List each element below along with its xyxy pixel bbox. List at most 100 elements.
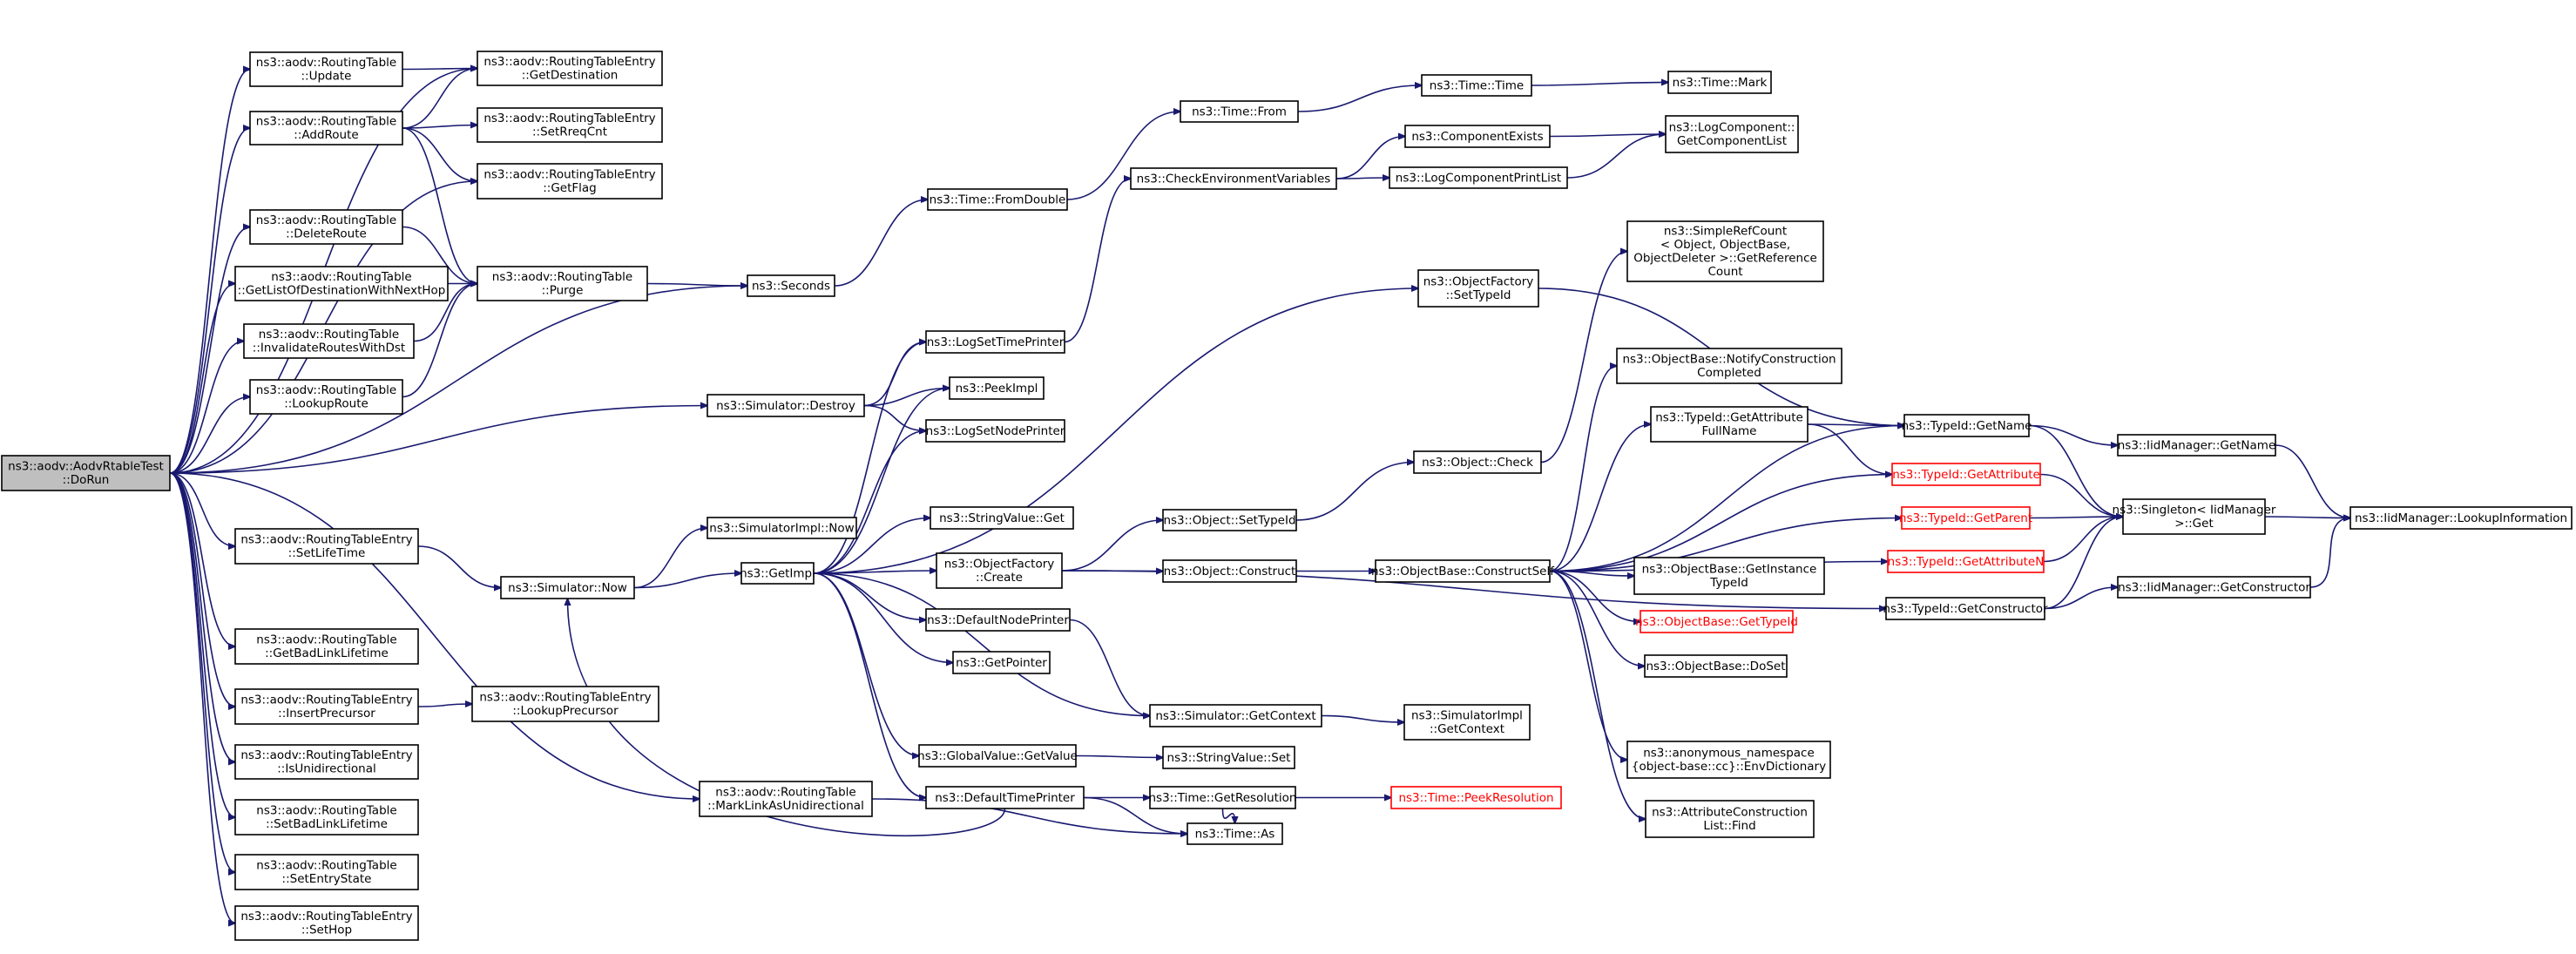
node-label: ns3::aodv::RoutingTable xyxy=(256,56,396,70)
node-label: ns3::LogComponent:: xyxy=(1669,121,1795,135)
node-n56[interactable]: ns3::GlobalValue::GetValue xyxy=(917,744,1078,768)
node-label: ns3::aodv::AodvRtableTest xyxy=(8,460,164,474)
node-n64[interactable]: ns3::aodv::RoutingTableEntry::InsertPrec… xyxy=(234,688,419,725)
node-label: ::DoRun xyxy=(63,473,110,487)
node-n36[interactable]: ns3::IidManager::GetConstructor xyxy=(2117,576,2311,599)
edge-n40-to-n28 xyxy=(1549,426,1904,572)
node-n66[interactable]: ns3::aodv::RoutingTableEntry::IsUnidirec… xyxy=(234,744,419,780)
edge-n40-to-n45 xyxy=(1549,570,1646,820)
edge-n27-to-n31 xyxy=(1807,423,1892,475)
node-n37[interactable]: ns3::Object::Check xyxy=(1413,450,1542,474)
edge-n49-to-n51 xyxy=(813,571,936,573)
node-label: ns3::TypeId::GetConstructor xyxy=(1883,602,2048,616)
node-n61[interactable]: ns3::Time::As xyxy=(1187,822,1283,845)
node-n7[interactable]: ns3::aodv::RoutingTable::DeleteRoute xyxy=(249,209,403,245)
node-n23[interactable]: ns3::LogSetNodePrinter xyxy=(925,419,1065,443)
node-n22[interactable]: ns3::PeekImpl xyxy=(949,376,1045,400)
node-box xyxy=(1187,822,1283,845)
node-n19[interactable]: ns3::LogComponent::GetComponentList xyxy=(1665,115,1799,153)
node-n60[interactable]: ns3::Time::PeekResolution xyxy=(1390,786,1562,809)
node-n58[interactable]: ns3::DefaultTimePrinter xyxy=(925,786,1085,809)
node-n69[interactable]: ns3::aodv::RoutingTableEntry::SetHop xyxy=(234,905,419,941)
node-n43[interactable]: ns3::ObjectBase::DoSet xyxy=(1644,654,1788,678)
node-n15[interactable]: ns3::Time::Mark xyxy=(1667,71,1772,94)
node-n32[interactable]: ns3::Singleton< IidManager>::Get xyxy=(2113,498,2276,535)
node-n65[interactable]: ns3::aodv::RoutingTableEntry::LookupPrec… xyxy=(471,686,659,722)
node-n0[interactable]: ns3::aodv::AodvRtableTest::DoRun xyxy=(1,455,171,491)
node-n5[interactable]: ns3::aodv::RoutingTableEntry::GetFlag xyxy=(477,163,663,200)
node-n48[interactable]: ns3::SimulatorImpl::Now xyxy=(707,517,857,539)
node-n39[interactable]: ns3::Object::Construct xyxy=(1162,559,1297,583)
node-box xyxy=(477,266,648,301)
node-n11[interactable]: ns3::Seconds xyxy=(747,274,835,297)
node-label: TypeId xyxy=(1709,576,1748,590)
node-n51[interactable]: ns3::ObjectFactory::Create xyxy=(936,552,1063,589)
node-label: ns3::Object::Check xyxy=(1422,456,1533,470)
edge-n0-to-n63 xyxy=(169,472,235,646)
node-n14[interactable]: ns3::Time::Time xyxy=(1421,74,1532,97)
node-n18[interactable]: ns3::LogComponentPrintList xyxy=(1389,166,1568,189)
node-label: ::SetEntryState xyxy=(282,872,372,886)
node-n12[interactable]: ns3::Time::FromDouble xyxy=(927,188,1068,211)
node-box xyxy=(952,651,1051,674)
node-n16[interactable]: ns3::CheckEnvironmentVariables xyxy=(1130,167,1337,190)
node-n1[interactable]: ns3::aodv::RoutingTable::Update xyxy=(249,51,403,87)
node-box xyxy=(1390,786,1562,809)
node-n21[interactable]: ns3::LogSetTimePrinter xyxy=(925,330,1065,354)
node-n63[interactable]: ns3::aodv::RoutingTable::GetBadLinkLifet… xyxy=(234,628,419,665)
node-n54[interactable]: ns3::Simulator::GetContext xyxy=(1149,704,1322,727)
node-n24[interactable]: ns3::ObjectFactory::SetTypeId xyxy=(1417,269,1539,308)
node-n38[interactable]: ns3::Object::SetTypeId xyxy=(1162,509,1297,531)
node-n42[interactable]: ns3::ObjectBase::GetTypeId xyxy=(1635,610,1798,633)
node-n40[interactable]: ns3::ObjectBase::ConstructSelf xyxy=(1371,559,1555,583)
node-label: ns3::IidManager::LookupInformation xyxy=(2355,511,2567,525)
node-n46[interactable]: ns3::aodv::RoutingTableEntry::SetLifeTim… xyxy=(234,528,419,565)
node-box xyxy=(234,854,419,890)
node-n31[interactable]: ns3::TypeId::GetAttribute xyxy=(1891,463,2041,486)
node-box xyxy=(1413,450,1542,474)
node-box xyxy=(1616,348,1842,384)
node-n57[interactable]: ns3::StringValue::Set xyxy=(1162,746,1295,769)
node-n6[interactable]: ns3::aodv::RoutingTable::Purge xyxy=(477,266,648,301)
node-n9[interactable]: ns3::aodv::RoutingTable::InvalidateRoute… xyxy=(243,323,415,359)
node-n50[interactable]: ns3::StringValue::Get xyxy=(930,506,1074,530)
node-n17[interactable]: ns3::ComponentExists xyxy=(1404,125,1551,148)
node-n28[interactable]: ns3::TypeId::GetName xyxy=(1902,414,2032,437)
node-box xyxy=(477,51,663,86)
node-n10[interactable]: ns3::aodv::RoutingTable::LookupRoute xyxy=(249,379,403,415)
node-box xyxy=(477,107,663,143)
node-n20[interactable]: ns3::Simulator::Destroy xyxy=(707,394,865,417)
node-n62[interactable]: ns3::aodv::RoutingTable::MarkLinkAsUnidi… xyxy=(699,781,873,817)
node-n26[interactable]: ns3::ObjectBase::NotifyConstructionCompl… xyxy=(1616,348,1842,384)
node-label: ns3::ComponentExists xyxy=(1411,130,1543,144)
node-n52[interactable]: ns3::DefaultNodePrinter xyxy=(925,608,1071,632)
node-n3[interactable]: ns3::aodv::RoutingTable::AddRoute xyxy=(249,111,403,145)
node-n29[interactable]: ns3::IidManager::GetName xyxy=(2117,434,2276,457)
node-n49[interactable]: ns3::GetImpl xyxy=(740,562,815,585)
node-box xyxy=(2350,506,2573,530)
node-n35[interactable]: ns3::TypeId::GetConstructor xyxy=(1883,597,2048,620)
node-n44[interactable]: ns3::anonymous_namespace{object-base::cc… xyxy=(1626,741,1831,779)
edge-n47-to-n49 xyxy=(633,573,741,589)
node-n59[interactable]: ns3::Time::GetResolution xyxy=(1148,786,1297,809)
node-n8[interactable]: ns3::aodv::RoutingTable::GetListOfDestin… xyxy=(234,266,449,301)
node-n25[interactable]: ns3::SimpleRefCount< Object, ObjectBase,… xyxy=(1626,220,1824,282)
node-label: ::GetBadLinkLifetime xyxy=(265,646,389,660)
node-n13[interactable]: ns3::Time::From xyxy=(1180,100,1299,123)
node-n33[interactable]: ns3::TypeId::GetParent xyxy=(1899,506,2032,530)
node-n30[interactable]: ns3::IidManager::LookupInformation xyxy=(2350,506,2573,530)
node-n2[interactable]: ns3::aodv::RoutingTableEntry::GetDestina… xyxy=(477,51,663,86)
node-n68[interactable]: ns3::aodv::RoutingTable::SetEntryState xyxy=(234,854,419,890)
node-n55[interactable]: ns3::SimulatorImpl::GetContext xyxy=(1403,704,1531,741)
node-n34[interactable]: ns3::TypeId::GetAttributeN xyxy=(1887,550,2045,573)
node-label: ns3::StringValue::Get xyxy=(939,511,1065,525)
edge-n3-to-n5 xyxy=(402,127,477,181)
node-n67[interactable]: ns3::aodv::RoutingTable::SetBadLinkLifet… xyxy=(234,799,419,836)
edges-layer xyxy=(169,69,2350,924)
node-n53[interactable]: ns3::GetPointer xyxy=(952,651,1051,674)
node-n47[interactable]: ns3::Simulator::Now xyxy=(500,576,635,599)
node-n4[interactable]: ns3::aodv::RoutingTableEntry::SetRreqCnt xyxy=(477,107,663,143)
